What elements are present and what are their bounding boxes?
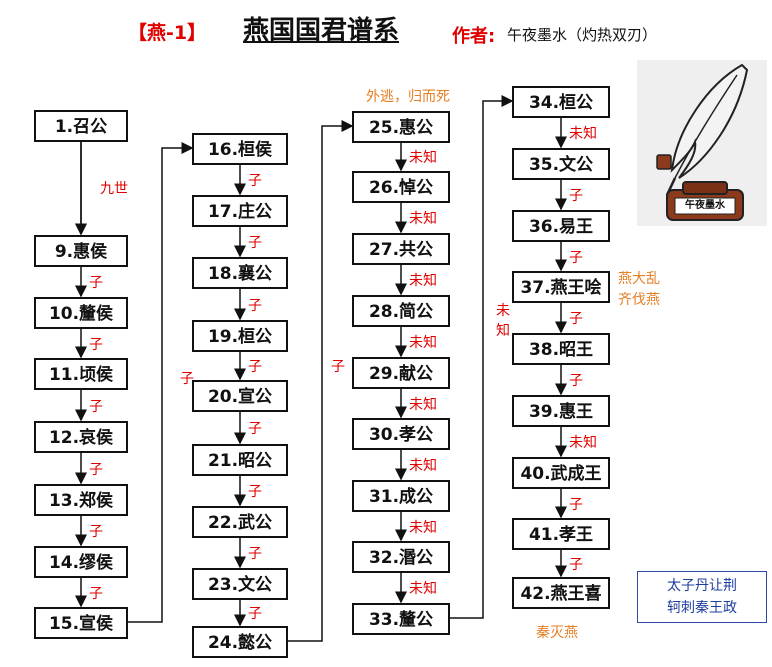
relation-unknown: 未知 (409, 519, 437, 536)
relation-son: 子 (89, 398, 103, 415)
ruler-box: 37.燕王哙 (512, 271, 610, 303)
ruler-box: 10.釐侯 (34, 297, 128, 329)
ruler-box: 23.文公 (192, 568, 288, 600)
ruler-box: 40.武成王 (512, 457, 610, 489)
note-exile: 外逃，归而死 (366, 89, 450, 105)
ruler-box: 29.献公 (352, 357, 450, 389)
ruler-box: 17.庄公 (192, 195, 288, 227)
relation-son: 子 (248, 421, 262, 437)
ruler-box: 11.顷侯 (34, 358, 128, 390)
relation-unknown: 未知 (409, 273, 437, 289)
ruler-box: 12.哀侯 (34, 421, 128, 453)
relation-son: 子 (89, 524, 103, 540)
relation-son-col2-col3: 子 (331, 359, 345, 375)
relation-son: 子 (248, 235, 262, 251)
jing-ke-note-line2: 轲刺秦王政 (667, 600, 737, 616)
relation-son: 子 (248, 484, 262, 500)
ruler-box: 13.郑侯 (34, 484, 128, 516)
quill-icon (656, 63, 749, 221)
relation-unknown: 未知 (569, 435, 597, 451)
jing-ke-note-line1: 太子丹让荆 (667, 578, 737, 594)
ruler-box: 36.易王 (512, 210, 610, 242)
jing-ke-note: 太子丹让荆 轲刺秦王政 (637, 571, 767, 623)
ruler-box: 38.昭王 (512, 333, 610, 365)
ruler-box: 25.惠公 (352, 111, 450, 143)
relation-son: 子 (89, 585, 103, 602)
relation-son: 子 (569, 496, 583, 513)
relation-son: 子 (248, 359, 262, 375)
relation-son: 子 (89, 461, 103, 478)
logo-text: 午夜墨水 (685, 200, 725, 211)
ruler-box: 18.襄公 (192, 257, 288, 289)
series-tag: 【燕-1】 (128, 22, 207, 44)
relation-son: 子 (569, 556, 583, 573)
ruler-box: 27.共公 (352, 233, 450, 265)
relation-son: 子 (569, 188, 583, 204)
relation-son: 子 (248, 297, 262, 314)
ruler-box: 30.孝公 (352, 418, 450, 450)
ruler-box: 42.燕王喜 (512, 577, 610, 609)
relation-nine-generations: 九世 (100, 181, 128, 197)
relation-son: 子 (569, 249, 583, 266)
note-qin-destroys-yan: 秦灭燕 (536, 625, 578, 641)
ruler-box: 32.湣公 (352, 541, 450, 573)
relation-son-col1-col2: 子 (180, 371, 194, 387)
ink-quill-logo: 午夜墨水 (637, 60, 767, 226)
relation-unknown: 未知 (409, 396, 437, 413)
ruler-box: 20.宣公 (192, 380, 288, 412)
relation-son: 子 (248, 173, 262, 189)
ruler-box: 35.文公 (512, 148, 610, 180)
ruler-box: 24.懿公 (192, 626, 288, 658)
ruler-box: 39.惠王 (512, 395, 610, 427)
ruler-box: 26.悼公 (352, 171, 450, 203)
relation-son: 子 (89, 336, 103, 353)
ruler-box: 28.简公 (352, 295, 450, 327)
relation-son: 子 (248, 606, 262, 622)
ruler-box: 14.缪侯 (34, 546, 128, 578)
author-label: 作者: (452, 26, 496, 47)
ruler-box: 33.釐公 (352, 603, 450, 635)
relation-unknown-col3-col4-b: 知 (496, 323, 510, 339)
ruler-box: 1.召公 (34, 110, 128, 142)
relation-unknown: 未知 (409, 211, 437, 227)
ruler-box: 15.宣侯 (34, 607, 128, 639)
relation-son: 子 (248, 546, 262, 562)
relation-son: 子 (569, 373, 583, 389)
ruler-box: 19.桓公 (192, 320, 288, 352)
author-name: 午夜墨水（灼热双刃） (507, 26, 658, 44)
relation-unknown: 未知 (409, 458, 437, 474)
relation-unknown: 未知 (569, 126, 597, 142)
ruler-box: 34.桓公 (512, 86, 610, 118)
link-col2-col3 (288, 120, 354, 642)
relation-unknown: 未知 (409, 335, 437, 351)
relation-unknown: 未知 (409, 581, 437, 597)
ruler-box: 9.惠侯 (34, 235, 128, 267)
ruler-box: 22.武公 (192, 506, 288, 538)
relation-unknown: 未知 (409, 150, 437, 166)
note-chaos: 燕大乱 (618, 271, 660, 287)
ruler-box: 41.孝王 (512, 518, 610, 550)
ruler-box: 31.成公 (352, 480, 450, 512)
relation-unknown-col3-col4-a: 未 (496, 303, 510, 319)
relation-son: 子 (89, 275, 103, 291)
relation-son: 子 (569, 311, 583, 327)
note-qi-attack: 齐伐燕 (618, 292, 660, 308)
ruler-box: 21.昭公 (192, 444, 288, 476)
link-col3-col4 (450, 95, 514, 619)
link-col1-col2 (128, 142, 194, 623)
ruler-box: 16.桓侯 (192, 133, 288, 165)
page-title: 燕国国君谱系 (243, 16, 400, 46)
